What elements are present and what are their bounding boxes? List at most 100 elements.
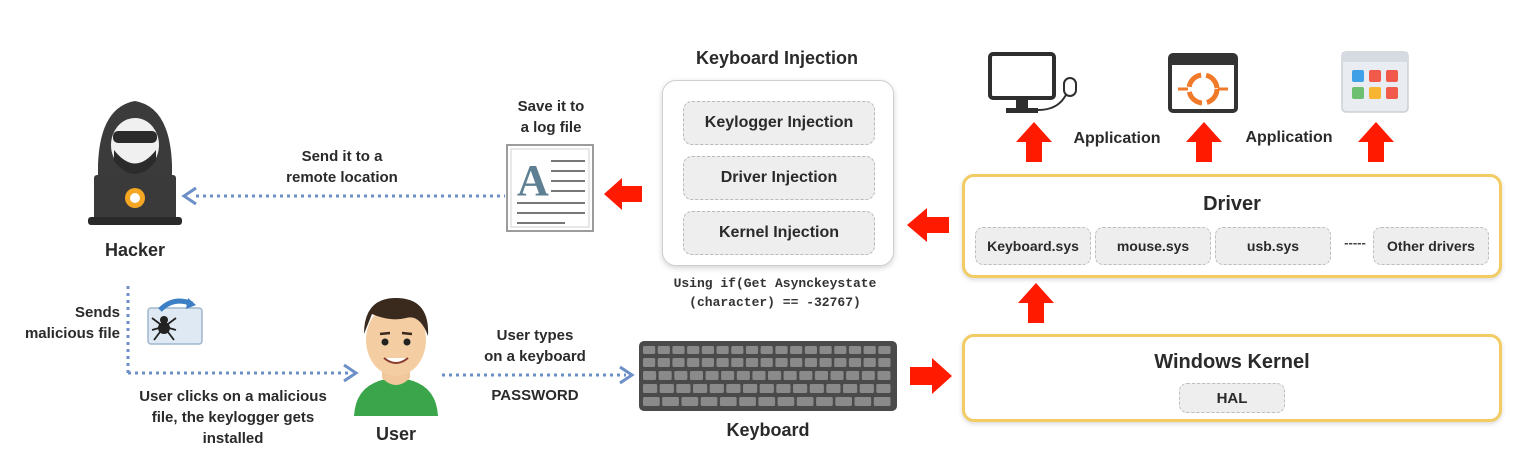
- keyboard-key: [743, 384, 758, 393]
- password-text: PASSWORD: [491, 387, 579, 404]
- user-types-line2: on a keyboard: [484, 348, 586, 365]
- hal-box: HAL: [1179, 383, 1285, 413]
- keyboard-key: [777, 397, 795, 406]
- keyboard-key: [721, 371, 735, 380]
- browser-window-icon: [1168, 53, 1238, 113]
- keyboard-key: [731, 358, 744, 367]
- injection-panel: Keylogger Injection Driver Injection Ker…: [662, 80, 894, 266]
- keyboard-key: [676, 384, 691, 393]
- keyboard-key: [674, 371, 688, 380]
- keyboard-key: [701, 346, 714, 354]
- keyboard-key: [687, 358, 700, 367]
- code-line1: Using if(Get Asynckeystate: [673, 276, 877, 291]
- driver-other: Other drivers: [1373, 227, 1489, 265]
- keylogger-injection-box: Keylogger Injection: [683, 101, 875, 145]
- save-log-text: Save it to a log file: [486, 96, 616, 138]
- user-clicks-line1: User clicks on a malicious: [139, 388, 327, 405]
- keyboard-key: [700, 397, 718, 406]
- sends-file-line1: Sends: [74, 304, 120, 321]
- hacker-icon: [88, 101, 182, 225]
- keyboard-key: [726, 384, 741, 393]
- keyboard-key: [854, 397, 872, 406]
- red-arrow-to-injection: [907, 208, 949, 242]
- driver-usb-sys: usb.sys: [1215, 227, 1331, 265]
- keyboard-key: [758, 397, 776, 406]
- keyboard-key: [672, 358, 685, 367]
- keyboard-key: [745, 346, 759, 354]
- typing-arrow: [442, 365, 635, 385]
- keyboard-key: [804, 358, 817, 367]
- driver-keyboard-sys: Keyboard.sys: [975, 227, 1091, 265]
- send-remote-line1: Send it to a: [301, 148, 383, 165]
- send-remote-text: Send it to a remote location: [262, 146, 422, 188]
- keyboard-key: [876, 384, 891, 393]
- keyboard-key: [878, 346, 891, 354]
- keyboard-key: [809, 384, 824, 393]
- red-arrow-app3: [1358, 122, 1394, 162]
- send-remote-line2: remote location: [286, 169, 398, 186]
- save-log-line1: Save it to: [517, 98, 585, 115]
- app-grid-icon: [1341, 51, 1409, 113]
- user-types-text: User types on a keyboard: [470, 325, 600, 367]
- red-arrow-app2: [1186, 122, 1222, 162]
- red-arrow-to-driver: [1018, 283, 1054, 323]
- driver-mouse-sys: mouse.sys: [1095, 227, 1211, 265]
- code-line2: (character) == -32767): [689, 295, 861, 310]
- svg-text:A: A: [517, 156, 549, 205]
- application-label-2: Application: [1245, 129, 1333, 146]
- keyboard-key: [658, 371, 672, 380]
- keyboard-key: [776, 384, 791, 393]
- keyboard-key: [783, 371, 797, 380]
- keyboard-key: [775, 358, 788, 367]
- keyboard-key: [819, 346, 832, 354]
- keyboard-key: [878, 358, 891, 367]
- keyboard-key: [816, 397, 833, 406]
- keyboard-key: [834, 358, 847, 367]
- keyboard-key: [793, 384, 808, 393]
- keyboard-key: [790, 346, 803, 354]
- keyboard-key: [873, 397, 891, 406]
- keyboard-key: [859, 384, 874, 393]
- sends-file-text: Sends malicious file: [0, 302, 120, 344]
- keyboard-key: [863, 358, 876, 367]
- keyboard-key: [681, 397, 699, 406]
- asynckeystate-code: Using if(Get Asynckeystate (character) =…: [620, 274, 930, 312]
- red-arrow-to-kernel: [910, 358, 952, 394]
- keyboard-key: [689, 371, 703, 380]
- keyboard-icon: [639, 341, 897, 411]
- keyboard-key: [760, 346, 773, 354]
- keyboard-label: Keyboard: [726, 420, 810, 440]
- keyboard-key: [643, 371, 657, 380]
- keyboard-key: [662, 397, 679, 406]
- keyboard-key: [877, 371, 891, 380]
- save-log-line2: a log file: [520, 119, 582, 136]
- kernel-injection-box: Kernel Injection: [683, 211, 875, 255]
- driver-separator: -----: [1344, 235, 1366, 250]
- keyboard-key: [657, 358, 670, 367]
- keyboard-key: [861, 371, 875, 380]
- windows-kernel-box: Windows Kernel HAL: [962, 334, 1502, 422]
- keyboard-key: [846, 371, 860, 380]
- keyboard-key: [672, 346, 685, 354]
- keyboard-key: [804, 346, 817, 354]
- user-clicks-line2: file, the keylogger gets: [151, 409, 315, 426]
- keyboard-key: [739, 397, 756, 406]
- spider-file-icon: [147, 298, 203, 345]
- keyboard-key: [687, 346, 700, 354]
- keyboard-key: [796, 397, 814, 406]
- hacker-label: Hacker: [104, 240, 166, 260]
- keyboard-key: [643, 346, 656, 354]
- keyboard-key: [760, 358, 773, 367]
- user-types-line1: User types: [496, 327, 574, 344]
- driver-title: Driver: [1203, 193, 1261, 215]
- keyboard-key: [716, 358, 729, 367]
- keyboard-key: [716, 346, 729, 354]
- keyboard-key: [819, 358, 832, 367]
- keyboard-key: [790, 358, 803, 367]
- keyboard-key: [768, 371, 782, 380]
- keyboard-key: [643, 358, 656, 367]
- keyboard-key: [657, 346, 670, 354]
- keyboard-key: [709, 384, 724, 393]
- red-arrow-app1: [1016, 122, 1052, 162]
- keyboard-key: [643, 384, 658, 393]
